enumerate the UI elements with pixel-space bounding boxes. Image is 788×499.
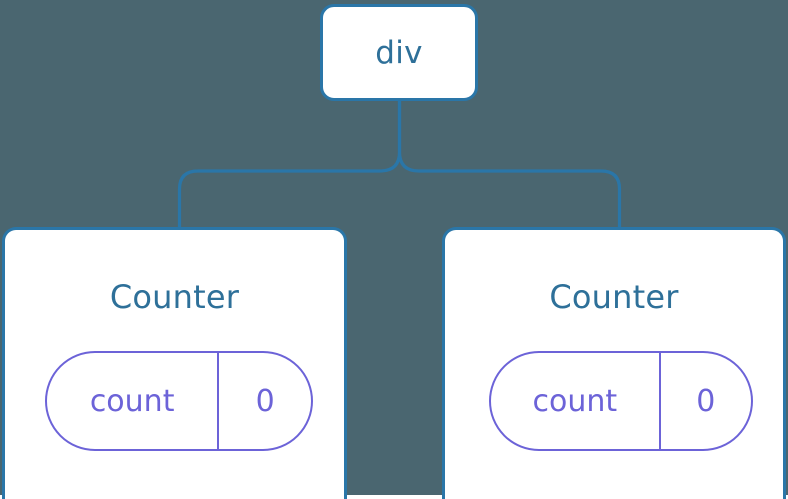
state-value-right: 0 [696,383,716,419]
node-div[interactable]: div [320,4,478,101]
node-div-label: div [375,34,423,71]
connector-trunk-left-branch [177,99,402,231]
node-counter-left-label: Counter [109,278,240,316]
state-pill-right[interactable]: count 0 [489,351,753,451]
node-counter-right[interactable]: Counter count 0 [442,227,786,499]
state-value-left: 0 [255,383,275,419]
node-counter-left[interactable]: Counter count 0 [2,227,347,499]
connector-trunk-right-branch [397,99,622,231]
state-key-left: count [47,353,220,449]
node-counter-right-label: Counter [549,278,679,316]
state-key-right: count [491,353,661,449]
state-pill-left[interactable]: count 0 [45,351,313,451]
